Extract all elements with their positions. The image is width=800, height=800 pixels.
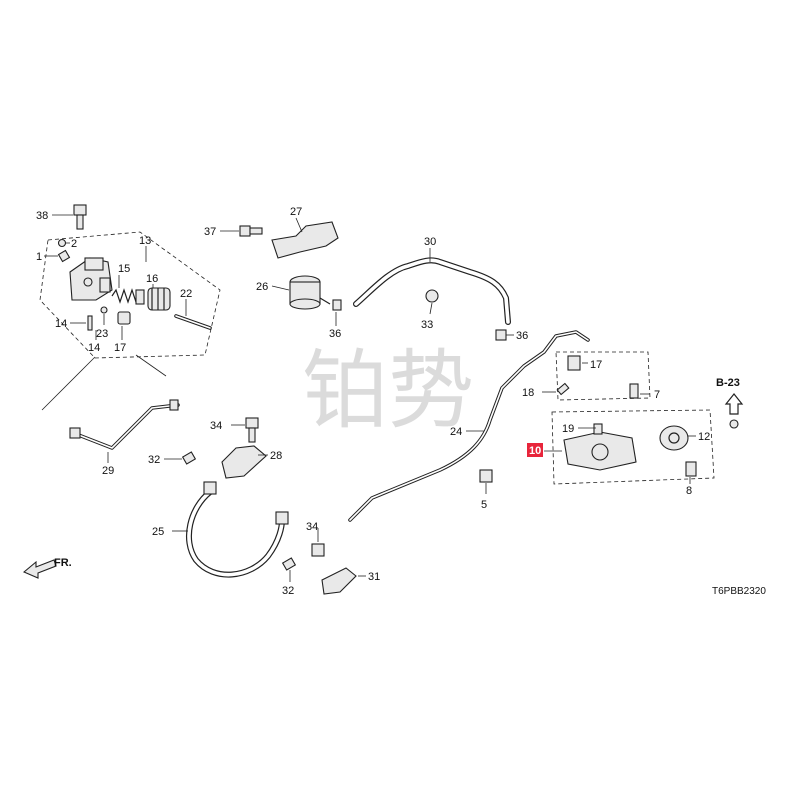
callout-8: 8 <box>686 485 692 497</box>
callout-37: 37 <box>204 226 216 238</box>
bracket-28[interactable] <box>221 445 268 479</box>
callout-36-a: 36 <box>329 328 341 340</box>
reservoir-hose-30[interactable] <box>353 248 511 325</box>
nut-2[interactable] <box>57 238 71 248</box>
callout-25: 25 <box>152 526 164 538</box>
callout-33: 33 <box>421 319 433 331</box>
slave-cylinder-boundary <box>551 409 715 485</box>
master-cylinder-boundary <box>39 231 221 359</box>
callout-34-b: 34 <box>306 521 318 533</box>
callout-38: 38 <box>36 210 48 222</box>
callout-1: 1 <box>36 251 42 263</box>
clip-5[interactable] <box>479 469 493 494</box>
bolt-34-bottom[interactable] <box>311 528 325 557</box>
fitting-17-right[interactable] <box>567 355 588 371</box>
callout-13: 13 <box>139 235 151 247</box>
reservoir-26[interactable] <box>271 275 331 310</box>
callout-30: 30 <box>424 236 436 248</box>
seal-23[interactable] <box>100 306 108 314</box>
callout-12: 12 <box>698 431 710 443</box>
callout-29: 29 <box>102 465 114 477</box>
callout-14-b: 14 <box>88 342 100 354</box>
callout-32-a: 32 <box>148 454 160 466</box>
clip-32-bottom[interactable] <box>281 557 297 582</box>
section-ref-b23[interactable]: B-23 <box>716 377 744 429</box>
callout-10-highlight-box <box>527 443 543 457</box>
bolt-34-top[interactable] <box>231 417 259 443</box>
section-ref-label: B-23 <box>716 377 740 389</box>
callout-31: 31 <box>368 571 380 583</box>
clip-17-left[interactable] <box>117 311 131 325</box>
callout-22: 22 <box>180 288 192 300</box>
callout-14-a: 14 <box>55 318 67 330</box>
callout-27: 27 <box>290 206 302 218</box>
front-arrow-icon: FR. <box>22 557 72 579</box>
clip-32-top[interactable] <box>164 451 197 465</box>
callout-7: 7 <box>654 389 660 401</box>
clip-36-left[interactable] <box>332 299 342 326</box>
callout-17-a: 17 <box>114 342 126 354</box>
master-cylinder-body[interactable] <box>69 257 113 301</box>
callout-5: 5 <box>481 499 487 511</box>
callout-18: 18 <box>522 387 534 399</box>
callout-17-b: 17 <box>590 359 602 371</box>
bracket-27[interactable] <box>271 217 339 259</box>
slave-cylinder-body[interactable] <box>563 423 637 471</box>
upper-fittings-boundary <box>555 351 651 401</box>
clamp-33[interactable] <box>425 289 439 315</box>
pipe-29[interactable] <box>41 354 180 463</box>
callout-16: 16 <box>146 273 158 285</box>
front-label: FR. <box>54 557 72 569</box>
callouts: 38 2 1 13 15 16 22 14 23 14 17 29 37 27 … <box>36 206 710 597</box>
bolt-8[interactable] <box>685 461 697 484</box>
callout-2: 2 <box>71 238 77 250</box>
callout-15: 15 <box>118 263 130 275</box>
bolt-38[interactable] <box>52 204 87 230</box>
callout-26: 26 <box>256 281 268 293</box>
bleeder-7[interactable] <box>629 383 650 399</box>
callout-32-b: 32 <box>282 585 294 597</box>
callout-36-b: 36 <box>516 330 528 342</box>
boot-16[interactable] <box>147 287 171 311</box>
callout-23: 23 <box>96 328 108 340</box>
pin-1[interactable] <box>44 249 71 263</box>
hose-25[interactable] <box>172 481 289 578</box>
master-cylinder-group <box>39 204 221 359</box>
callout-24: 24 <box>450 426 462 438</box>
callout-34-a: 34 <box>210 420 222 432</box>
push-rod-22[interactable] <box>174 314 212 330</box>
callout-19: 19 <box>562 423 574 435</box>
clip-36-right[interactable] <box>495 329 514 341</box>
callout-10[interactable]: 10 <box>529 445 541 457</box>
slave-cylinder-group <box>542 351 715 485</box>
gasket-12[interactable] <box>659 425 696 451</box>
diagram-code: T6PBB2320 <box>712 586 766 597</box>
clip-18[interactable] <box>542 382 570 396</box>
callout-28: 28 <box>270 450 282 462</box>
bolt-37[interactable] <box>220 225 263 237</box>
spring-15[interactable] <box>111 288 145 305</box>
watermark-text: 铂势 <box>302 341 474 441</box>
bracket-31[interactable] <box>321 567 366 595</box>
pipe-24[interactable] <box>348 330 590 522</box>
pin-14[interactable] <box>87 315 93 331</box>
